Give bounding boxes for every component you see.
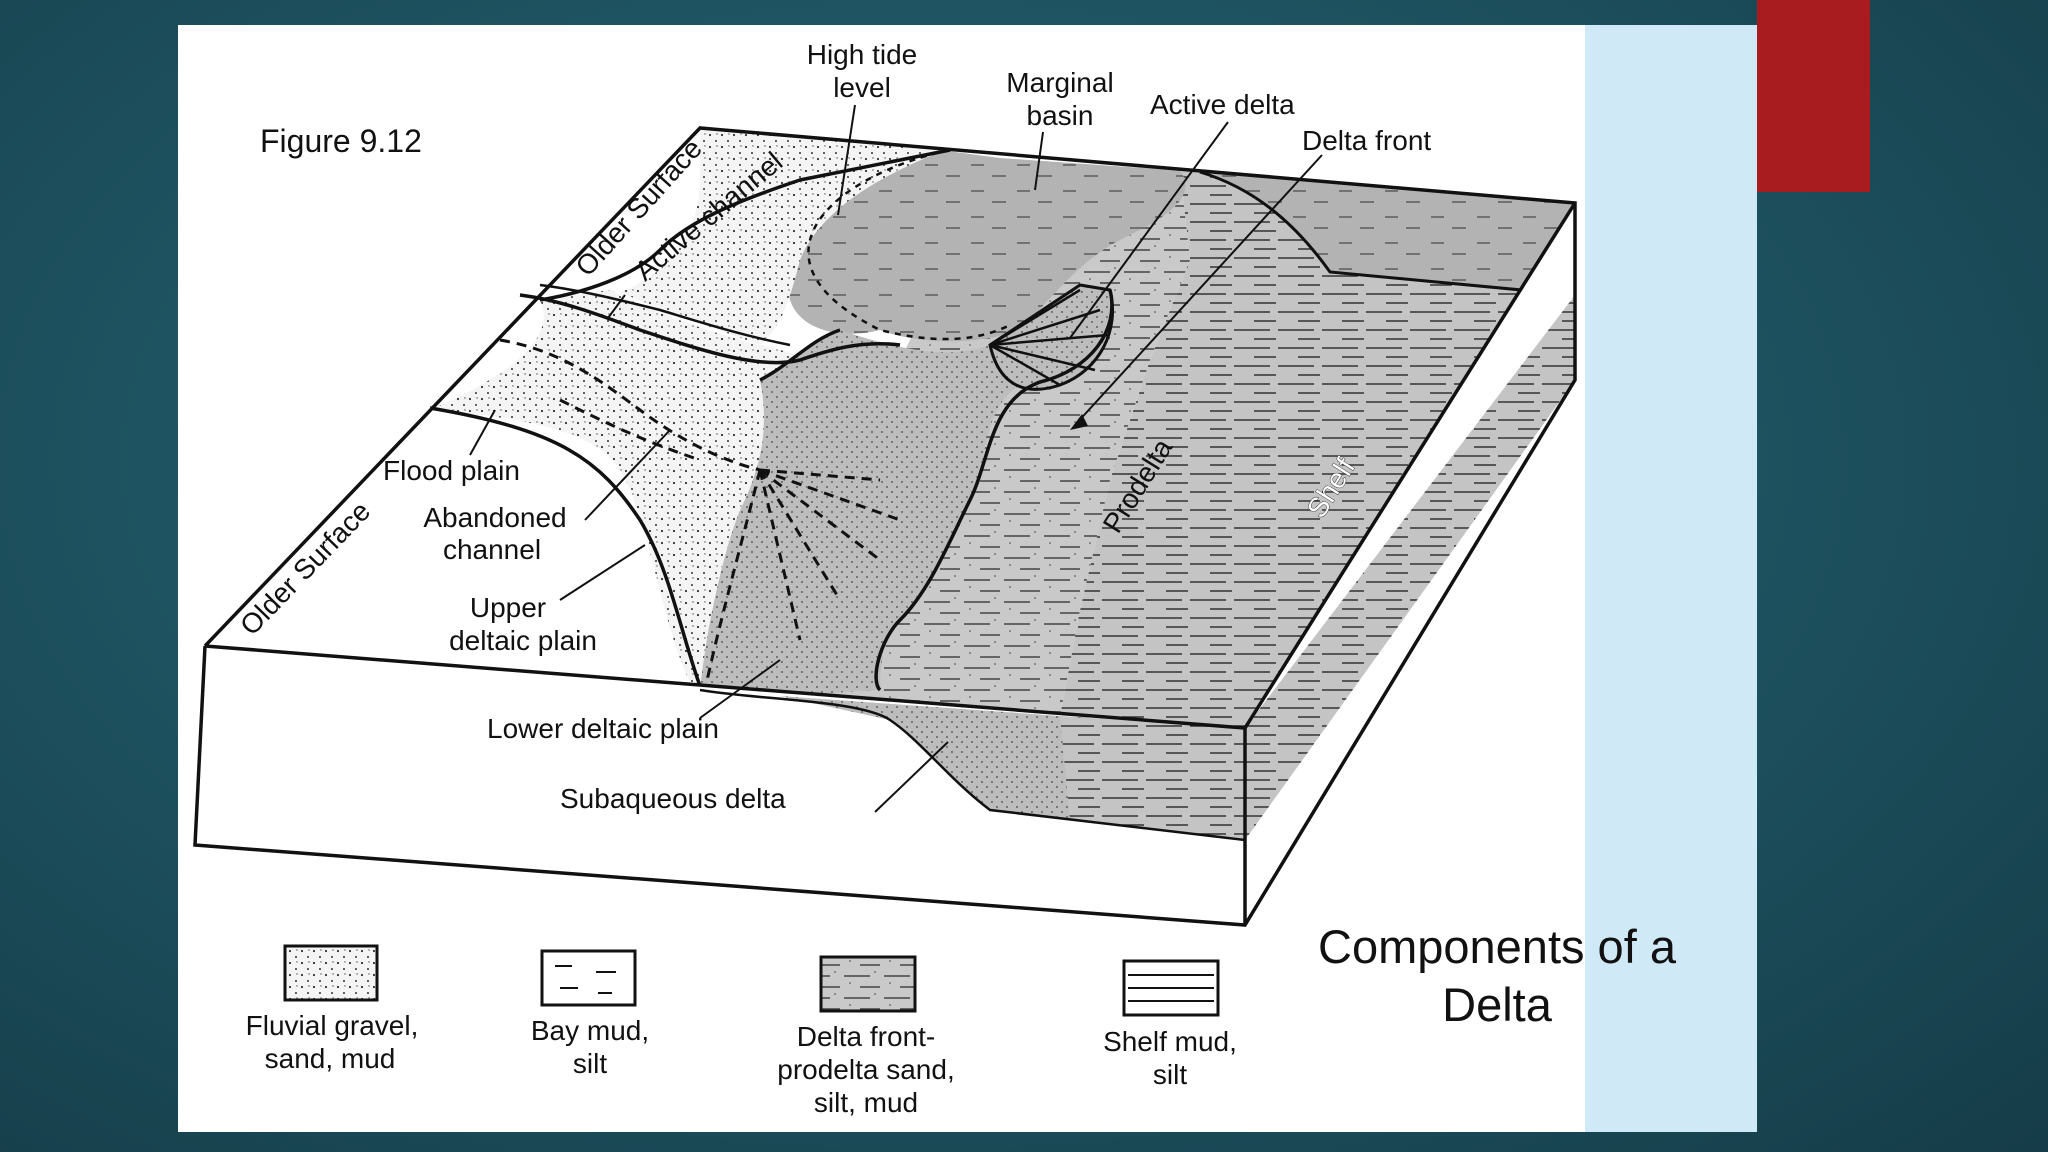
legend-bay-line2: silt bbox=[573, 1048, 607, 1079]
marginal-basin-region bbox=[788, 150, 1575, 342]
label-marginal-basin-2: basin bbox=[1027, 100, 1094, 131]
label-abandoned-channel-1: Abandoned bbox=[423, 502, 566, 533]
active-channel-bank-2 bbox=[539, 283, 791, 347]
delta-shoreline bbox=[759, 289, 1114, 692]
older-surface-top-boundary bbox=[539, 148, 951, 302]
lower-deltaic-plain-region bbox=[700, 290, 1112, 696]
label-abandoned-channel-2: channel bbox=[443, 534, 541, 565]
caption-line1: Components of a bbox=[1318, 920, 1676, 973]
block-outline bbox=[193, 126, 1577, 927]
legend-bay-line1: Bay mud, bbox=[531, 1015, 649, 1046]
legend: Fluvial gravel, sand, mud Bay mud, silt … bbox=[246, 944, 1237, 1118]
label-lower-deltaic-plain: Lower deltaic plain bbox=[487, 713, 719, 744]
legend-swatch-fluvial bbox=[283, 944, 379, 1002]
shelf-region bbox=[1060, 170, 1575, 728]
label-delta-front: Delta front bbox=[1302, 125, 1431, 156]
figure-label: Figure 9.12 bbox=[260, 123, 422, 159]
active-channel-bank bbox=[519, 293, 901, 365]
accent-block bbox=[1757, 0, 1870, 192]
label-active-delta: Active delta bbox=[1150, 89, 1295, 120]
delta-front-arrowhead bbox=[1070, 414, 1088, 430]
label-marginal-basin-1: Marginal bbox=[1006, 67, 1113, 98]
legend-delta-line2: prodelta sand, bbox=[777, 1054, 954, 1085]
legend-delta-line1: Delta front- bbox=[797, 1021, 936, 1052]
legend-fluvial-line2: sand, mud bbox=[265, 1043, 396, 1074]
legend-fluvial-line1: Fluvial gravel, bbox=[246, 1010, 419, 1041]
side-panel bbox=[1585, 25, 1757, 1132]
label-upper-deltaic-2: deltaic plain bbox=[449, 625, 597, 656]
older-surface-left-boundary bbox=[429, 406, 702, 687]
high-tide-line bbox=[807, 148, 1011, 341]
label-high-tide-2: level bbox=[833, 72, 891, 103]
front-face-shelf bbox=[1060, 716, 1245, 840]
front-face-delta-contact bbox=[699, 688, 1246, 842]
label-upper-deltaic-1: Upper bbox=[470, 592, 546, 623]
legend-swatch-delta-front bbox=[819, 955, 917, 1013]
label-high-tide-1: High tide bbox=[807, 39, 918, 70]
legend-swatch-bay-mud-marks bbox=[555, 965, 616, 994]
upper-deltaic-plain-region bbox=[430, 290, 813, 690]
label-flood-plain: Flood plain bbox=[383, 455, 520, 486]
legend-shelf-line1: Shelf mud, bbox=[1103, 1026, 1237, 1057]
legend-swatch-shelf-lines bbox=[1128, 974, 1214, 1002]
active-channel-region bbox=[620, 128, 950, 345]
leader-lines bbox=[469, 104, 1323, 813]
legend-shelf-line2: silt bbox=[1153, 1059, 1187, 1090]
legend-swatch-bay-mud bbox=[540, 949, 637, 1007]
caption-line2: Delta bbox=[1442, 978, 1552, 1031]
abandoned-distributaries bbox=[499, 338, 901, 691]
legend-delta-line3: silt, mud bbox=[814, 1087, 918, 1118]
side-face-shelf bbox=[1245, 295, 1575, 840]
slide-caption: Components of a Delta bbox=[1292, 918, 1702, 1034]
marginal-basin-shoreline bbox=[1199, 170, 1576, 297]
label-subaqueous-delta: Subaqueous delta bbox=[560, 783, 786, 814]
